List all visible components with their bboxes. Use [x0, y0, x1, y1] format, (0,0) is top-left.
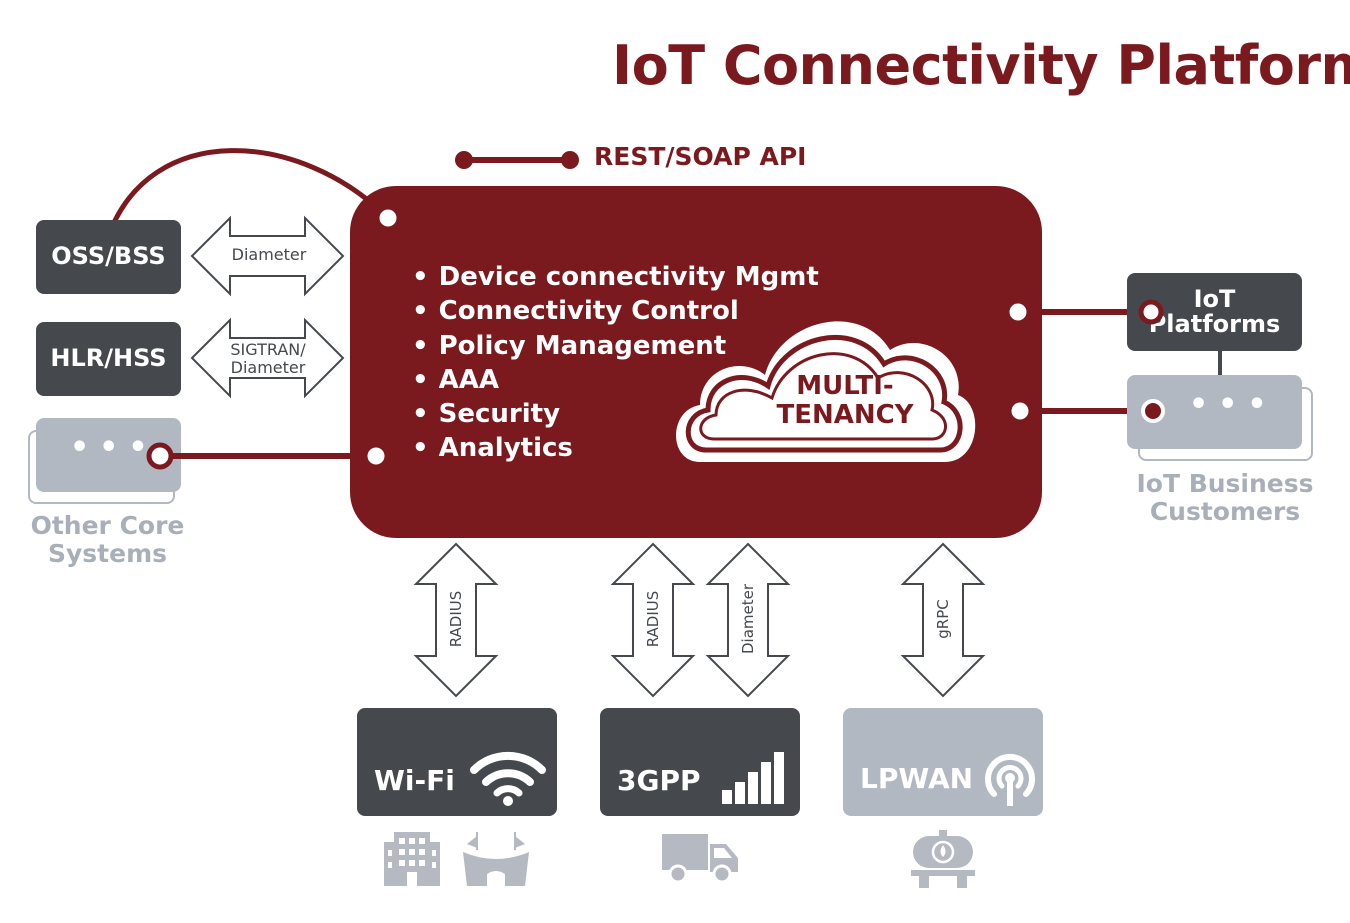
feature-item: Security	[412, 397, 819, 431]
lpwan-grpc-arrow	[900, 542, 986, 698]
wifi-radius-arrow	[413, 542, 499, 698]
stadium-icon	[463, 832, 529, 886]
feature-item: Device connectivity Mgmt	[412, 260, 819, 294]
tanker-icon	[911, 830, 975, 888]
oss-bss-box[interactable]: OSS/BSS	[36, 220, 181, 294]
radius-3gpp-label: RADIUS	[644, 590, 662, 648]
page-title: IoT Connectivity Platform	[612, 34, 1350, 97]
api-connector	[455, 151, 579, 169]
other-core-connector	[146, 442, 390, 470]
ellipsis-icon: •••	[1189, 387, 1277, 422]
building-icon	[384, 832, 440, 886]
truck-icon	[662, 834, 738, 884]
cloud-icon	[676, 321, 976, 462]
3gpp-radius-arrow	[610, 542, 696, 698]
iot-platforms-port	[1138, 299, 1164, 325]
oss-bss-label: OSS/BSS	[51, 242, 166, 271]
hlr-hss-box[interactable]: HLR/HSS	[36, 322, 181, 396]
diameter-arrow	[190, 215, 345, 297]
hlr-hss-label: HLR/HSS	[50, 344, 167, 373]
signal-bars-icon	[722, 752, 784, 804]
3gpp-diameter-arrow	[705, 542, 791, 698]
3gpp-label: 3GPP	[617, 764, 701, 797]
feature-item: Policy Management	[412, 329, 819, 363]
wifi-icon	[470, 751, 546, 806]
feature-item: Analytics	[412, 431, 819, 465]
ellipsis-icon: •••	[70, 430, 158, 465]
iot-business-port	[1141, 399, 1165, 423]
iot-business-box[interactable]: •••	[1127, 375, 1302, 449]
lpwan-label: LPWAN	[860, 762, 974, 795]
wifi-label: Wi-Fi	[374, 764, 455, 797]
sigtran-diameter-label: SIGTRAN/ Diameter	[230, 340, 306, 377]
radius-wifi-label: RADIUS	[447, 590, 465, 648]
feature-item: Connectivity Control	[412, 294, 819, 328]
feature-item: AAA	[412, 363, 819, 397]
sigtran-arrow	[190, 317, 345, 399]
oss-bss-api-connector	[105, 148, 390, 238]
api-port	[374, 204, 402, 232]
diameter-3gpp-label: Diameter	[739, 583, 757, 655]
iot-business-customers-label: IoT Business Customers	[1136, 469, 1314, 526]
rest-soap-api-label: REST/SOAP API	[594, 142, 807, 171]
diameter-label: Diameter	[231, 245, 307, 264]
multi-tenancy-label: MULTI- TENANCY	[776, 371, 914, 430]
other-core-systems-label: Other Core Systems	[30, 511, 185, 568]
other-core-box[interactable]: •••	[36, 418, 181, 492]
platform-feature-list: Device connectivity Mgmt Connectivity Co…	[412, 260, 819, 466]
antenna-icon	[985, 753, 1035, 806]
grpc-label: gRPC	[934, 599, 952, 639]
